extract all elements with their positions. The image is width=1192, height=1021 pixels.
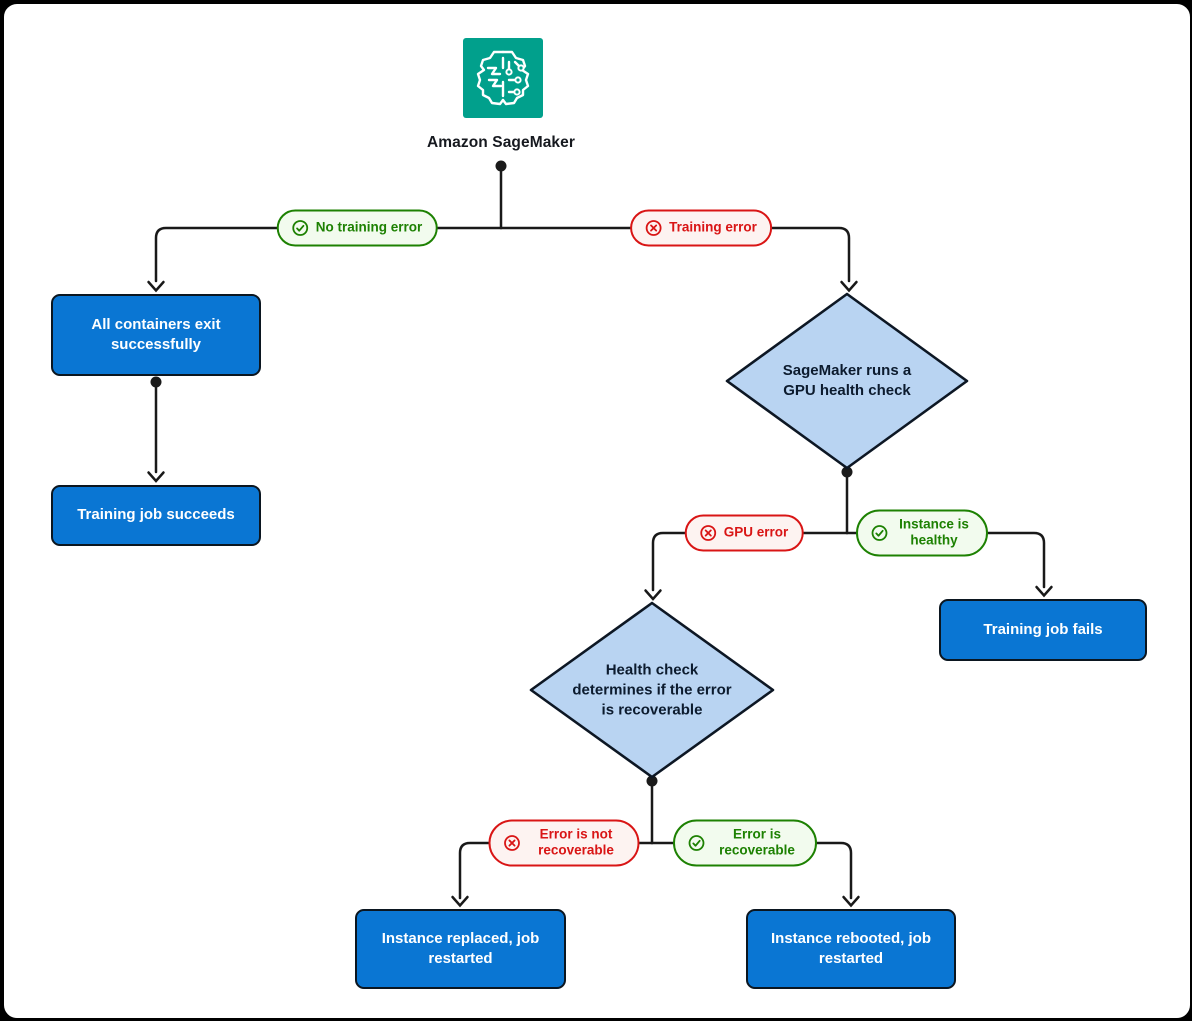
source-node-title: Amazon SageMaker <box>426 134 576 151</box>
node-label: All containers exit successfully <box>91 315 221 353</box>
edge-pill-training-error: Training error <box>630 209 772 247</box>
edge-pill-gpu-error: GPU error <box>684 514 804 552</box>
node-training-job-fails: Training job fails <box>939 599 1147 661</box>
arrowhead <box>644 589 662 601</box>
check-circle-icon <box>688 835 705 852</box>
junction-dot <box>646 775 658 787</box>
edge-pill-error-not-recoverable: Error is not recoverable <box>488 819 640 867</box>
junction-dot <box>150 376 162 388</box>
edge-label: GPU error <box>723 524 789 540</box>
node-instance-replaced: Instance replaced, job restarted <box>355 909 566 989</box>
edge-label: Instance is healthy <box>899 516 969 548</box>
arrowhead <box>451 895 469 908</box>
edge-label: No training error <box>315 219 423 235</box>
check-circle-icon <box>871 525 888 542</box>
x-circle-icon <box>645 220 662 237</box>
edge-pill-error-recoverable: Error is recoverable <box>673 819 817 867</box>
junction-dot <box>495 160 507 172</box>
check-circle-icon <box>292 220 309 237</box>
node-training-job-succeeds: Training job succeeds <box>51 485 261 546</box>
arrowhead <box>147 471 165 483</box>
node-instance-rebooted: Instance rebooted, job restarted <box>746 909 956 989</box>
node-label: Training job succeeds <box>77 506 235 524</box>
x-circle-icon <box>700 525 717 542</box>
node-label: Instance rebooted, job restarted <box>770 929 932 967</box>
edge-pill-instance-healthy: Instance is healthy <box>856 509 988 557</box>
arrowhead <box>840 280 858 293</box>
node-label: Instance replaced, job restarted <box>381 929 540 967</box>
node-gpu-health-check-label: SageMaker runs a GPU health check <box>782 362 912 399</box>
edge-label: Error is recoverable <box>719 826 795 858</box>
edge-label: Training error <box>669 219 757 235</box>
edge-pill-no-training-error: No training error <box>276 209 438 247</box>
junction-dot <box>841 466 853 478</box>
arrowhead <box>842 895 860 908</box>
arrowhead <box>147 280 165 293</box>
arrowhead <box>1035 585 1053 598</box>
node-label: Training job fails <box>983 620 1103 638</box>
node-all-containers-exit: All containers exit successfully <box>51 294 261 376</box>
edge-label: Error is not recoverable <box>538 826 614 858</box>
sagemaker-icon <box>463 38 543 118</box>
node-recoverable-check-label: Health check determines if the error is … <box>572 661 732 718</box>
x-circle-icon <box>504 835 521 852</box>
